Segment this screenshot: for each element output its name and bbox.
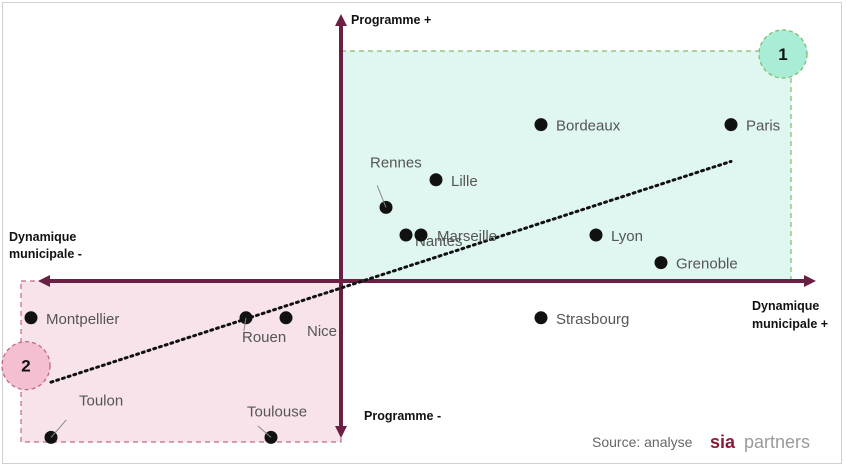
label-lyon: Lyon [611,228,643,245]
point-bordeaux [534,118,548,132]
y-axis-arrow-bottom [335,426,347,438]
axes-layer [38,14,816,438]
label-toulon: Toulon [79,392,123,409]
region-1-badge [758,29,808,79]
label-rennes: Rennes [370,154,422,171]
point-nice [279,311,293,325]
x-axis-negative-label-line2: municipale - [9,247,82,261]
trend-layer [49,159,733,384]
label-grenoble: Grenoble [676,256,738,273]
region-2-badge [1,340,51,391]
trend-line [49,159,733,384]
x-axis-positive-label-line1: Dynamique [752,299,819,313]
regions-layer [20,50,792,443]
x-axis-negative-label-line1: Dynamique [9,230,76,244]
y-axis-positive-label: Programme + [351,13,431,27]
label-lille: Lille [451,173,478,190]
y-axis-arrow-top [335,14,347,26]
leader-toulouse [257,425,272,438]
label-nice: Nice [307,323,337,340]
label-strasbourg: Strasbourg [556,311,629,328]
leader-toulon [50,419,67,438]
region-1-badge-number: 1 [778,45,787,64]
logo-sia: sia [710,432,736,452]
point-paris [724,118,738,132]
point-strasbourg [534,311,548,325]
point-nantes [399,228,413,242]
leader-rennes [376,185,387,208]
label-bordeaux: Bordeaux [556,118,621,135]
region-2-box [20,280,342,443]
region-2-badge-number: 2 [21,357,30,376]
x-axis-arrow-right [804,275,816,287]
point-lyon [589,228,603,242]
leader-rouen [243,317,247,332]
point-marseille [414,228,428,242]
label-rouen: Rouen [242,329,286,346]
point-lille [429,173,443,187]
logo-partners: partners [744,432,810,452]
label-montpellier: Montpellier [46,311,119,328]
x-axis-arrow-left [38,275,50,287]
y-axis-negative-label: Programme - [364,409,441,423]
label-toulouse: Toulouse [247,403,307,420]
point-montpellier [24,311,38,325]
source-text: Source: analyse [592,434,693,450]
label-marseille: Marseille [437,228,497,245]
source-footer: Source: analyse sia partners [592,432,810,452]
x-axis-positive-label-line2: municipale + [752,317,828,331]
point-grenoble [654,256,668,270]
badges-layer: 12 [1,29,808,391]
label-paris: Paris [746,118,780,135]
